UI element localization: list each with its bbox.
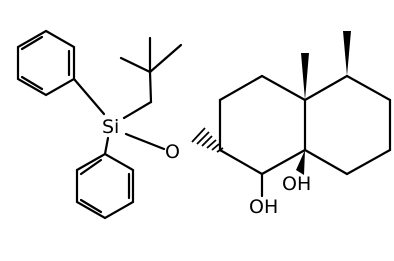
cyclohexane-ring-a bbox=[218, 74, 307, 176]
phenyl-ring-upper bbox=[16, 29, 76, 97]
hydroxyl-label-ring-junction: OH bbox=[282, 173, 311, 195]
stereo-bonds bbox=[191, 31, 351, 175]
silicon-bonds bbox=[72, 77, 166, 156]
cyclohexane-ring-b bbox=[303, 74, 392, 176]
hydroxyl-label-lower: OH bbox=[249, 196, 278, 218]
phenyl-ring-lower bbox=[75, 152, 135, 220]
tert-butyl-group bbox=[119, 36, 183, 104]
ether-oxygen-label: O bbox=[165, 141, 180, 163]
silicon-atom-label: Si bbox=[102, 116, 119, 138]
